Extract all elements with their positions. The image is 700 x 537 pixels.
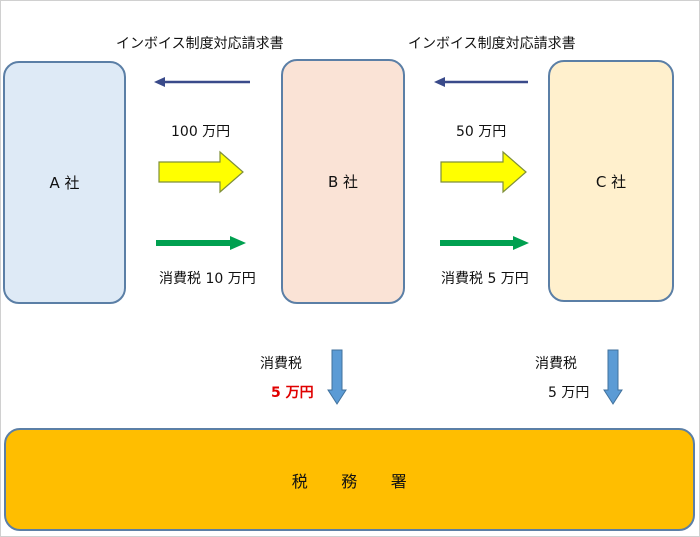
company-c-box: C 社 xyxy=(548,60,674,302)
invoice-arrow-right xyxy=(434,77,528,87)
payment-b-amount: 5 万円 xyxy=(271,385,314,401)
invoice-label-left: インボイス制度対応請求書 xyxy=(116,36,284,52)
tax-office-box: 税 務 署 xyxy=(4,428,695,531)
payment-c-amount: 5 万円 xyxy=(548,385,590,401)
amount-arrow-bc xyxy=(440,150,527,194)
amount-arrow-ab xyxy=(158,150,244,194)
payment-c-label: 消費税 xyxy=(535,356,577,372)
tax-arrow-bc xyxy=(440,236,529,250)
payment-arrow-b xyxy=(327,349,347,405)
company-b-box: B 社 xyxy=(281,59,405,304)
amount-bc-label: 50 万円 xyxy=(456,124,507,140)
payment-b-label: 消費税 xyxy=(260,356,302,372)
tax-arrow-ab xyxy=(156,236,246,250)
invoice-label-right: インボイス制度対応請求書 xyxy=(408,36,576,52)
company-c-label: C 社 xyxy=(595,172,627,191)
company-a-box: A 社 xyxy=(3,61,126,304)
tax-ab-label: 消費税 10 万円 xyxy=(159,271,256,287)
invoice-arrow-left xyxy=(154,77,250,87)
tax-bc-label: 消費税 5 万円 xyxy=(441,271,529,287)
amount-ab-label: 100 万円 xyxy=(171,124,231,140)
company-a-label: A 社 xyxy=(49,174,80,192)
payment-arrow-c xyxy=(603,349,623,405)
tax-office-label: 税 務 署 xyxy=(291,471,408,491)
company-b-label: B 社 xyxy=(327,173,359,191)
